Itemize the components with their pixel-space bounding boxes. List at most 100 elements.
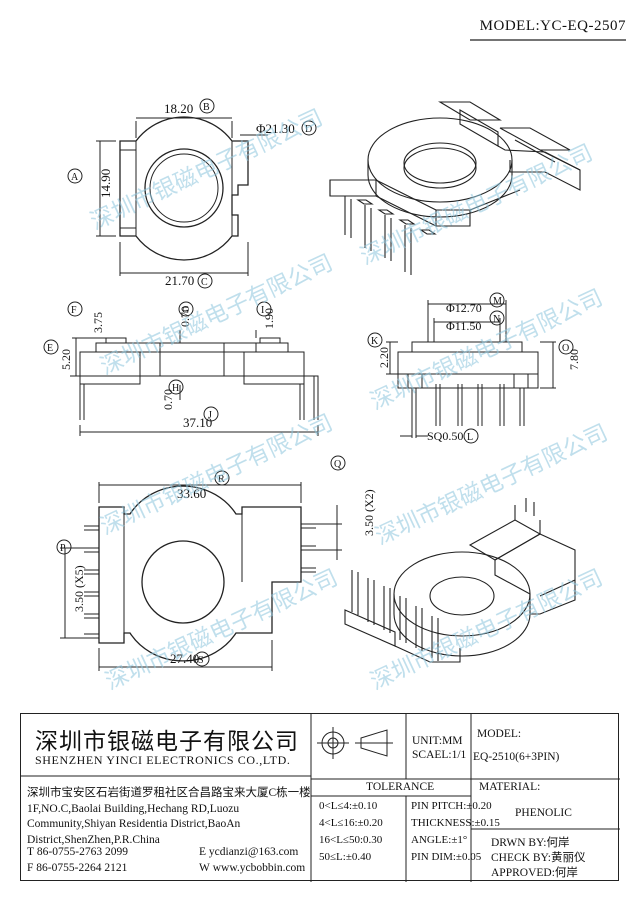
fax-key: F xyxy=(27,861,34,874)
contact-row: F 86-0755-2264 2121 W www.ycbobbin.com xyxy=(27,861,305,877)
marker-a xyxy=(67,168,83,184)
marker-m xyxy=(489,292,505,308)
marker-a-label: A xyxy=(71,172,79,183)
pin-tolerance-line: THICKNESS:±0.15 xyxy=(411,817,500,829)
email-value: ycdianzi@163.com xyxy=(208,846,299,858)
isometric-view-top xyxy=(329,101,581,275)
dim-27-40: 27.40 xyxy=(170,651,199,666)
unit-label: UNIT:MM xyxy=(412,735,463,747)
dim-12-70: Φ12.70 xyxy=(446,301,482,315)
marker-c xyxy=(197,273,213,289)
company-address: 深圳市宝安区石岩街道罗租社区合昌路宝来大厦C栋一楼 1F,NO.C,Baolai… xyxy=(27,786,311,848)
marker-j-label: J xyxy=(208,410,212,421)
dim-21-70: 21.70 xyxy=(165,273,194,288)
marker-n xyxy=(489,310,505,326)
marker-s xyxy=(194,651,210,667)
pin-tolerance-line: ANGLE:±1° xyxy=(411,834,468,846)
pin-tolerance-line: PIN DIM:±0.05 xyxy=(411,851,482,863)
dim-33-60: 33.60 xyxy=(177,486,206,501)
dim-3-50-x2: 3.50 (X2) xyxy=(362,489,376,536)
company-name-cn: 深圳市银磁电子有限公司 xyxy=(35,729,299,755)
web-value: www.ycbobbin.com xyxy=(212,861,306,874)
fax-value: 86-0755-2264 2121 xyxy=(36,861,128,874)
marker-e-label: E xyxy=(47,343,53,354)
marker-f xyxy=(67,301,83,317)
marker-b xyxy=(199,98,215,114)
checked-by: CHECK BY:黄丽仪 xyxy=(491,852,586,864)
marker-r xyxy=(214,470,230,486)
pin-tolerance-line: PIN PITCH:±0.20 xyxy=(411,800,492,812)
model-header: MODEL:YC-EQ-2507 xyxy=(479,18,626,34)
address-line: District,ShenZhen,P.R.China xyxy=(27,833,160,846)
drawn-by: DRWN BY:何岸 xyxy=(491,837,570,849)
watermark-3: 深圳市银磁电子有限公司 xyxy=(97,250,337,380)
marker-i xyxy=(256,301,272,317)
tolerance-line: 0<L≤4:±0.10 xyxy=(319,800,378,812)
company-name-en: SHENZHEN YINCI ELECTRONICS CO.,LTD. xyxy=(35,753,291,767)
marker-m-label: M xyxy=(493,296,502,307)
marker-d xyxy=(301,120,317,136)
marker-h xyxy=(168,379,184,395)
marker-h-label: H xyxy=(172,383,179,394)
tolerance-line: 50≤L:±0.40 xyxy=(319,851,372,863)
contact-row: T 86-0755-2763 2099 E ycdianzi@163.com xyxy=(27,845,298,861)
marker-r-label: R xyxy=(218,474,225,485)
marker-c-label: C xyxy=(201,277,208,288)
marker-n-label: N xyxy=(493,314,500,325)
title-block: 深圳市银磁电子有限公司 SHENZHEN YINCI ELECTRONICS C… xyxy=(20,713,620,882)
marker-l xyxy=(463,428,479,444)
marker-g-label: G xyxy=(182,305,189,316)
projection-cone-icon xyxy=(360,729,388,757)
watermark-7: 深圳市银磁电子有限公司 xyxy=(102,565,342,695)
material-label: MATERIAL: xyxy=(479,781,541,793)
watermark-6: 深圳市银磁电子有限公司 xyxy=(372,420,612,550)
tolerance-line: 16<L≤50:0.30 xyxy=(319,834,383,846)
approved-by: APPROVED:何岸 xyxy=(491,867,578,879)
dim-14-90: 14.90 xyxy=(98,169,113,198)
phone-key: T xyxy=(27,846,35,858)
dim-3-50-x5: 3.50 (X5) xyxy=(72,565,86,612)
material-value: PHENOLIC xyxy=(515,807,572,819)
tolerance-line: 4<L≤16:±0.20 xyxy=(319,817,383,829)
watermark-1: 深圳市银磁电子有限公司 xyxy=(87,105,327,235)
dim-5-20: 5.20 xyxy=(59,349,73,370)
marker-p-label: P xyxy=(60,543,66,554)
address-line: 深圳市宝安区石岩街道罗租社区合昌路宝来大厦C栋一楼 xyxy=(27,787,311,799)
model-value: EQ-2510(6+3PIN) xyxy=(473,751,560,763)
marker-l-label: L xyxy=(467,432,473,443)
side-view xyxy=(70,330,319,436)
marker-o-label: O xyxy=(562,343,569,354)
isometric-view-bottom xyxy=(344,498,576,663)
marker-i-label: I xyxy=(261,305,264,316)
dim-3-75: 3.75 xyxy=(91,312,105,333)
dim-sq0-50: SQ0.50 xyxy=(427,429,463,443)
dim-1-90: 1.90 xyxy=(262,308,276,329)
company-contact: T 86-0755-2763 2099 E ycdianzi@163.com F… xyxy=(27,845,305,877)
marker-d-label: D xyxy=(305,124,312,135)
dim-37-10: 37.10 xyxy=(183,415,212,430)
marker-s-label: S xyxy=(198,655,204,666)
dim-0-70b: 0.70 xyxy=(161,389,175,410)
top-view xyxy=(96,116,268,276)
bottom-view xyxy=(60,482,342,671)
dim-2-20: 2.20 xyxy=(377,347,391,368)
phone-value: 86-0755-2763 2099 xyxy=(36,846,128,858)
marker-e xyxy=(43,339,59,355)
address-line: 1F,NO.C,Baolai Building,Hechang RD,Luozu xyxy=(27,802,240,815)
marker-q xyxy=(330,455,346,471)
dim-7-80: 7.80 xyxy=(567,349,581,370)
dim-21-30: Φ21.30 xyxy=(256,121,295,136)
scale-label: SCAEL:1/1 xyxy=(412,749,467,761)
front-view xyxy=(386,300,556,438)
address-line: Community,Shiyan Residentia District,Bao… xyxy=(27,818,241,830)
title-block-grid xyxy=(21,714,620,882)
marker-k xyxy=(367,332,383,348)
marker-b-label: B xyxy=(203,102,210,113)
tolerance-label: TOLERANCE xyxy=(366,781,435,793)
email-key: E xyxy=(199,846,207,858)
marker-k-label: K xyxy=(371,336,379,347)
marker-j xyxy=(203,406,219,422)
marker-f-label: F xyxy=(71,305,77,316)
marker-q-label: Q xyxy=(334,459,342,470)
engineering-drawing: 18.20 B Φ21.30 D 14.90 A 21.70 C xyxy=(43,39,626,695)
